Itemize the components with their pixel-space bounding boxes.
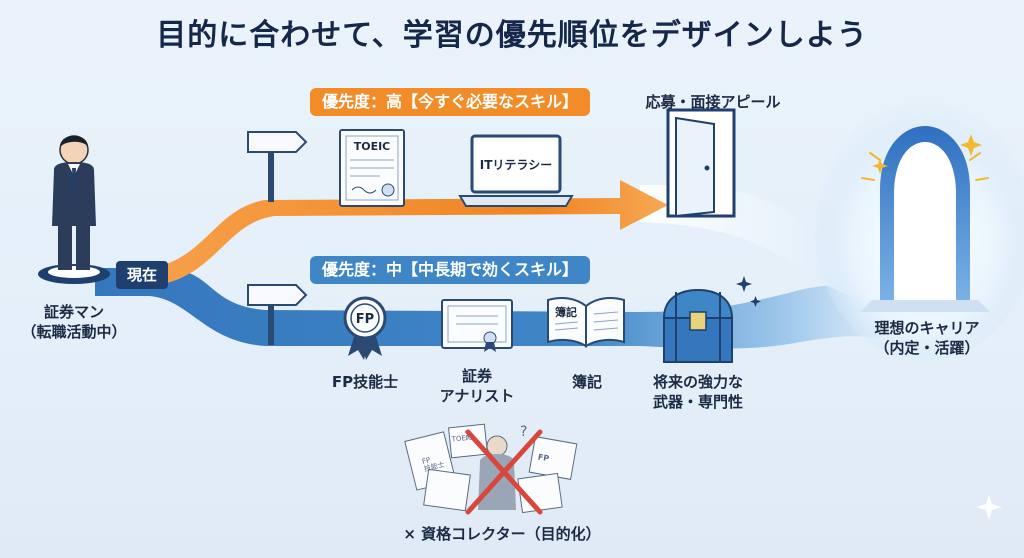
diploma-icon	[441, 299, 513, 352]
page-title: 目的に合わせて、学習の優先順位をデザインしよう	[156, 18, 868, 53]
treasure-chest-icon	[662, 276, 761, 363]
fp-badge-icon: FP	[343, 296, 387, 360]
sparkle-icon	[976, 494, 1002, 520]
collector-doc-label-1: TOEIC	[450, 433, 473, 443]
current-badge: 現在	[116, 261, 168, 289]
priority-mid-label: 優先度：中【中長期で効くスキル】	[310, 256, 591, 284]
svg-text:?: ?	[520, 424, 527, 440]
crossed-collector-icon: ? ? TOEIC FP技能士 FP	[404, 423, 578, 515]
open-book-icon: 簿記	[547, 297, 625, 348]
goal-apply-label: 応募・面接アピール	[645, 93, 781, 111]
ideal-career-label: 理想のキャリア （内定・活躍）	[874, 319, 980, 357]
signpost-icon-top	[247, 131, 308, 202]
businessman-icon	[38, 135, 110, 284]
toeic-certificate-icon: TOEIC	[339, 129, 405, 207]
current-person-label: 証券マン （転職活動中）	[21, 303, 127, 341]
fp-badge-text: FP	[356, 312, 374, 327]
analyst-label: 証券 アナリスト	[439, 367, 515, 405]
toeic-text: TOEIC	[354, 140, 391, 153]
laptop-icon: ITリテラシー	[458, 134, 574, 207]
future-weapon-label: 将来の強力な 武器・専門性	[652, 373, 743, 411]
svg-text:?: ?	[464, 429, 470, 443]
priority-high-label: 優先度：高【今すぐ必要なスキル】	[310, 88, 591, 116]
open-door-icon	[666, 108, 736, 218]
glowing-arch-icon	[860, 126, 990, 312]
book-text: 簿記	[555, 305, 577, 319]
laptop-screen-text: ITリテラシー	[480, 158, 552, 172]
signpost-icon-bottom	[247, 284, 308, 345]
collector-warning-label: × 資格コレクター（目的化）	[403, 525, 601, 543]
boki-label: 簿記	[571, 373, 602, 391]
collector-doc-label-3: FP	[537, 452, 550, 463]
fp-label: FP技能士	[331, 373, 399, 391]
